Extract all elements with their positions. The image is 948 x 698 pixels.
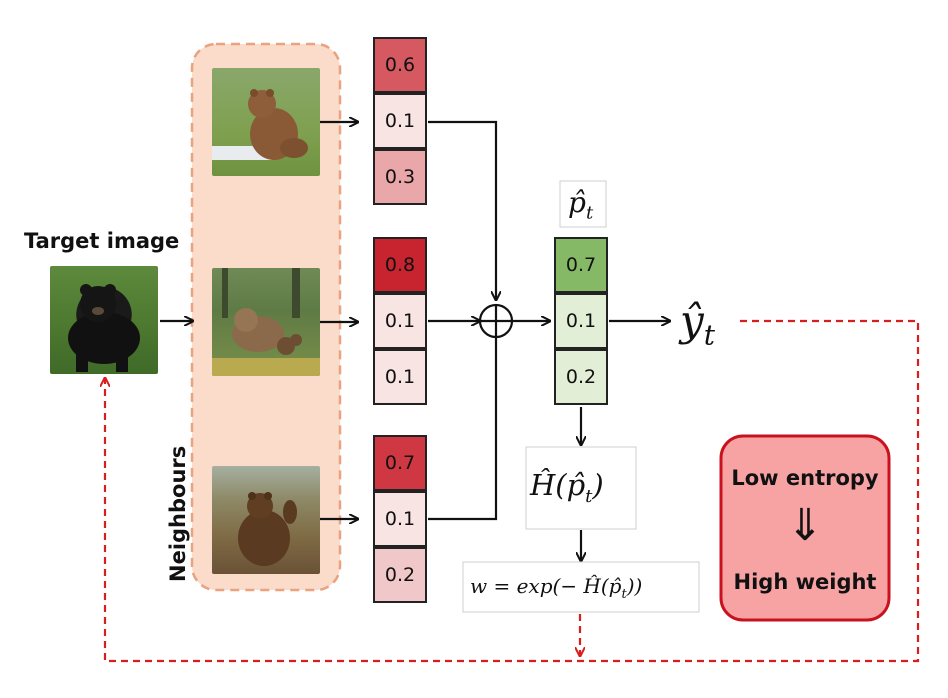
weight-formula: w = exp(− Ĥ(p̂t)) bbox=[470, 574, 642, 602]
neighbour-image-1 bbox=[212, 68, 320, 176]
entropy-box bbox=[525, 446, 637, 530]
feedback-loop-dashed bbox=[105, 319, 920, 663]
entropy-main: Ĥ(p̂ bbox=[530, 468, 586, 502]
entropy-formula: Ĥ(p̂t) bbox=[530, 468, 604, 507]
neighbour3-prob-0: 0.7 bbox=[373, 435, 427, 491]
neighbour1-prob-0: 0.6 bbox=[373, 37, 427, 93]
y-hat-subscript: t bbox=[703, 318, 715, 352]
p-hat-symbol: p̂t bbox=[568, 186, 593, 224]
aggregated-prob-1: 0.1 bbox=[554, 293, 608, 349]
line-probs3-to-sum bbox=[428, 338, 498, 521]
callout-top-text: Low entropy bbox=[731, 466, 879, 490]
neighbour-image-3 bbox=[212, 466, 320, 574]
y-hat-base: ŷ bbox=[680, 296, 704, 345]
p-hat-subscript: t bbox=[585, 202, 594, 224]
neighbour3-prob-1: 0.1 bbox=[373, 491, 427, 547]
neighbour2-prob-1: 0.1 bbox=[373, 293, 427, 349]
neighbours-label: Neighbours bbox=[166, 445, 190, 582]
entropy-subscript: t bbox=[585, 485, 593, 507]
callout-down-arrow: ⇓ bbox=[786, 500, 824, 551]
weight-subscript: t bbox=[621, 587, 627, 602]
line-probs1-to-sum bbox=[428, 120, 496, 300]
target-image bbox=[50, 266, 158, 374]
entropy-close: ) bbox=[592, 468, 604, 502]
sitting-bear-icon bbox=[238, 492, 297, 566]
neighbour2-prob-2: 0.1 bbox=[373, 349, 427, 405]
brown-bear-icon bbox=[212, 89, 308, 160]
bear-family-icon bbox=[212, 268, 320, 376]
sum-operator bbox=[478, 303, 514, 339]
black-bear-icon bbox=[68, 284, 140, 372]
neighbour3-prob-2: 0.2 bbox=[373, 547, 427, 603]
target-image-label: Target image bbox=[24, 229, 180, 253]
weight-close: )) bbox=[626, 574, 643, 598]
prediction-y-hat: ŷt bbox=[680, 296, 715, 351]
neighbour2-prob-0: 0.8 bbox=[373, 237, 427, 293]
weight-main: w = exp(− Ĥ(p̂ bbox=[470, 574, 622, 598]
callout-box bbox=[719, 434, 891, 622]
weight-box bbox=[462, 561, 700, 613]
neighbour1-prob-1: 0.1 bbox=[373, 93, 427, 149]
p-hat-base: p̂ bbox=[568, 186, 586, 219]
aggregated-prob-0: 0.7 bbox=[554, 237, 608, 293]
neighbour-image-2 bbox=[212, 268, 320, 376]
neighbour1-prob-2: 0.3 bbox=[373, 149, 427, 205]
aggregated-prob-2: 0.2 bbox=[554, 349, 608, 405]
p-hat-box bbox=[559, 180, 607, 228]
callout-bottom-text: High weight bbox=[733, 570, 877, 594]
